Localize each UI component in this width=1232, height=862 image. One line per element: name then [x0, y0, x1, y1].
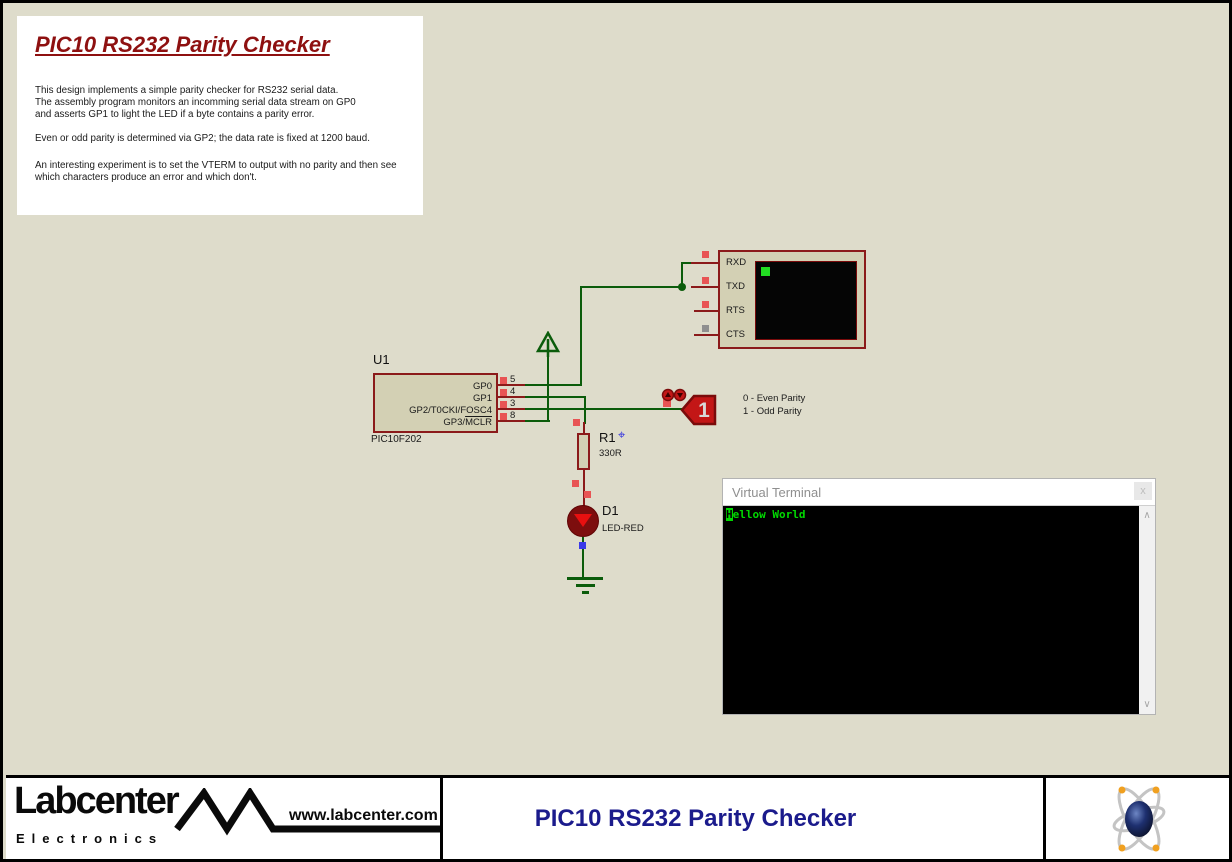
- pin-stub: [498, 384, 525, 386]
- wire-junction-dot: [678, 283, 686, 291]
- pin-state-indicator: [663, 399, 671, 407]
- pin-state-indicator: [702, 325, 709, 332]
- wire-segment: [524, 384, 582, 386]
- pin-state-indicator: [702, 301, 709, 308]
- led-arrow-icon: [574, 514, 592, 527]
- resistor-lead: [583, 422, 585, 434]
- logic-state-body[interactable]: [680, 394, 717, 426]
- component-value-d1: LED-RED: [602, 523, 644, 534]
- terminal-output[interactable]: Hellow World: [723, 506, 1139, 714]
- scrollbar[interactable]: ∧ ∨: [1139, 506, 1155, 714]
- title-block: PIC10 RS232 Parity Checker This design i…: [17, 16, 423, 215]
- terminal-cursor: H: [726, 508, 733, 521]
- pin-state-indicator: [572, 480, 579, 487]
- wire-segment: [524, 420, 550, 422]
- terminal-text: ellow World: [732, 508, 806, 521]
- toggle-up-icon: [665, 392, 671, 397]
- wire-segment: [584, 396, 586, 424]
- pin-state-indicator: [500, 413, 507, 420]
- component-ref-u1: U1: [373, 352, 390, 367]
- wire-segment: [547, 353, 549, 422]
- pin-stub: [694, 310, 718, 312]
- close-icon[interactable]: x: [1134, 482, 1152, 500]
- component-ref-r1: R1: [599, 430, 616, 445]
- pin-stub: [691, 262, 718, 264]
- pin-number: 4: [510, 386, 516, 397]
- website-url: www.labcenter.com: [289, 807, 438, 824]
- wire-segment: [580, 286, 684, 288]
- vterm-pin-rxd: RXD: [726, 257, 747, 268]
- pin-label-gp1: GP1: [472, 393, 492, 404]
- document-title: PIC10 RS232 Parity Checker: [534, 804, 857, 832]
- pin-number: 8: [510, 410, 516, 421]
- component-ref-d1: D1: [602, 503, 619, 518]
- description-paragraph: This design implements a simple parity c…: [35, 85, 356, 121]
- pin-stub: [498, 420, 525, 422]
- component-resistor-r1[interactable]: [577, 433, 590, 470]
- component-virtual-terminal[interactable]: RXD TXD RTS CTS: [718, 250, 866, 349]
- pin-state-indicator: [500, 401, 507, 408]
- pin-state-indicator: [584, 491, 591, 498]
- wire-segment: [582, 537, 584, 580]
- atom-logo-icon: [1112, 786, 1166, 851]
- description-paragraph: Even or odd parity is determined via GP2…: [35, 133, 370, 144]
- ground-symbol: [567, 577, 603, 580]
- vterm-component-screen: [755, 261, 857, 340]
- wire-segment: [580, 286, 582, 386]
- origin-marker-icon: ⌖: [618, 427, 626, 442]
- wire-segment: [524, 408, 682, 410]
- title-bar-footer: Labcenter www.labcenter.com Electronics …: [6, 775, 1229, 859]
- wire-segment: [681, 262, 693, 264]
- pin-number: 3: [510, 398, 516, 409]
- logic-state-toggle[interactable]: 1: [657, 384, 723, 428]
- component-part-u1: PIC10F202: [371, 434, 422, 445]
- wire-segment: [524, 396, 586, 398]
- scroll-down-icon[interactable]: ∨: [1143, 699, 1151, 710]
- resistor-lead: [583, 468, 585, 507]
- vterm-screen-cursor: [761, 267, 770, 276]
- wire-segment: [681, 262, 683, 288]
- labcenter-logo-text: Labcenter: [14, 780, 180, 822]
- logic-state-value: 1: [698, 399, 710, 422]
- pin-number: 5: [510, 374, 516, 385]
- vterm-pin-cts: CTS: [726, 329, 745, 340]
- window-divider: [723, 505, 1155, 506]
- waveform-logo-icon: [174, 788, 440, 836]
- pin-label-gp0: GP0: [472, 381, 492, 392]
- description-paragraph: An interesting experiment is to set the …: [35, 160, 397, 184]
- toggle-down-icon: [677, 393, 683, 398]
- footer-logo-cell: [1046, 778, 1229, 859]
- footer-brand-cell: Labcenter www.labcenter.com Electronics: [6, 778, 443, 859]
- ground-symbol: [576, 584, 595, 587]
- scroll-up-icon[interactable]: ∧: [1143, 510, 1151, 521]
- pin-label-gp3: GP3/MCLR: [443, 417, 492, 428]
- pin-state-indicator: [500, 377, 507, 384]
- pin-state-indicator: [579, 542, 586, 549]
- pin-state-indicator: [500, 389, 507, 396]
- pin-label-gp2: GP2/T0CKI/FOSC4: [409, 405, 492, 416]
- component-value-r1: 330R: [599, 448, 622, 459]
- pin-state-indicator: [702, 251, 709, 258]
- pin-stub: [498, 408, 525, 410]
- power-arrow-symbol: [535, 331, 561, 357]
- labcenter-electronics-text: Electronics: [16, 831, 164, 846]
- virtual-terminal-window: Virtual Terminal x Hellow World ∧ ∨: [722, 478, 1156, 715]
- vterm-pin-rts: RTS: [726, 305, 745, 316]
- pin-state-indicator: [573, 419, 580, 426]
- annotation-odd-parity: 1 - Odd Parity: [743, 406, 802, 417]
- component-pic10f202[interactable]: GP0 GP1 GP2/T0CKI/FOSC4 GP3/MCLR: [373, 373, 498, 433]
- ground-symbol: [582, 591, 589, 594]
- footer-title-cell: PIC10 RS232 Parity Checker: [443, 778, 1046, 859]
- window-title[interactable]: Virtual Terminal: [732, 485, 822, 500]
- annotation-even-parity: 0 - Even Parity: [743, 393, 806, 404]
- pin-state-indicator: [702, 277, 709, 284]
- page-title: PIC10 RS232 Parity Checker: [35, 32, 330, 57]
- pin-stub: [694, 334, 718, 336]
- vterm-pin-txd: TXD: [726, 281, 745, 292]
- pin-stub: [691, 286, 718, 288]
- pin-stub: [498, 396, 525, 398]
